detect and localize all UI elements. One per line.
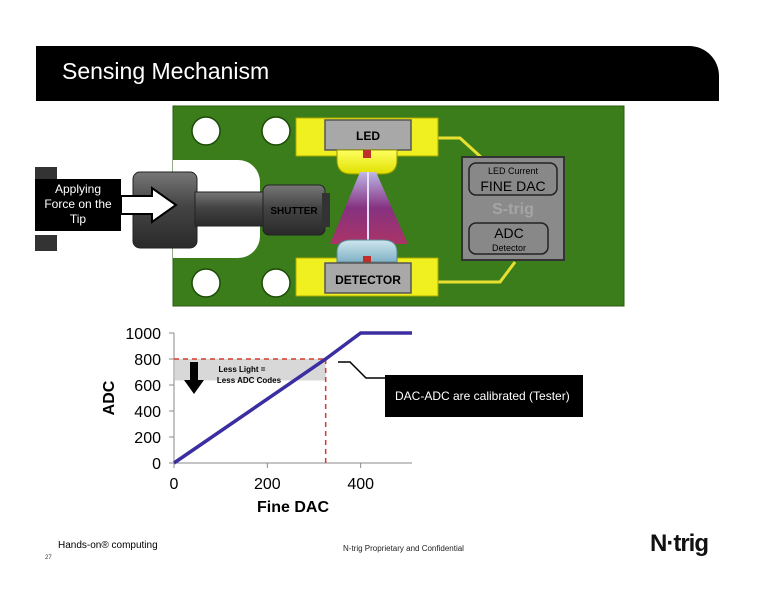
chart-ticks: 0 200 400 600 800 1000 0 200 400 <box>125 326 374 493</box>
shutter-label: SHUTTER <box>270 206 318 217</box>
ntrig-logo: N·trig <box>650 530 709 557</box>
page-number: 27 <box>45 555 52 561</box>
calibration-guides <box>174 358 327 463</box>
trace <box>437 261 517 284</box>
mount-hole <box>261 268 291 298</box>
detector-component <box>295 239 439 297</box>
title-bar <box>36 46 719 101</box>
x-tick-label: 200 <box>254 476 281 493</box>
chip-detector-label: Detector <box>492 243 526 253</box>
chart-axes <box>173 333 412 464</box>
mount-hole <box>191 116 221 146</box>
x-tick-label: 400 <box>347 476 374 493</box>
y-tick-label: 800 <box>134 352 161 369</box>
reduced-light-region <box>175 359 326 381</box>
force-label-line-2: Force on the <box>44 197 112 211</box>
detector-label: DETECTOR <box>335 273 401 287</box>
slide-title: Sensing Mechanism <box>62 58 270 84</box>
light-beam <box>330 172 408 244</box>
led-label: LED <box>356 129 380 143</box>
callout-leader <box>338 361 385 379</box>
chip-brand: S-trig <box>492 201 534 218</box>
y-tick-label: 1000 <box>125 326 161 343</box>
annotation-line-2: Less ADC Codes <box>217 376 282 385</box>
footer-tagline: Hands-on® computing <box>58 540 158 551</box>
housing-clip <box>35 235 57 251</box>
force-label-line-3: Tip <box>70 212 87 226</box>
confidentiality-note: N-trig Proprietary and Confidential <box>343 544 464 553</box>
y-tick-label: 0 <box>152 456 161 473</box>
series-line <box>173 331 412 465</box>
force-label <box>35 179 178 231</box>
y-tick-label: 200 <box>134 430 161 447</box>
shaded-region <box>175 359 326 381</box>
controller-chip <box>461 156 565 261</box>
x-tick-label: 0 <box>170 476 179 493</box>
x-axis-label: Fine DAC <box>257 499 329 516</box>
chart-series <box>173 331 412 465</box>
calibration-callout-text: DAC-ADC are calibrated (Tester) <box>395 389 570 403</box>
trace <box>437 136 484 160</box>
push-arrow-icon <box>120 186 178 224</box>
calibration-callout: DAC-ADC are calibrated (Tester) <box>385 375 583 417</box>
diagram-labels: Applying Force on the Tip SHUTTER LED DE… <box>44 129 545 516</box>
led-current-label: LED Current <box>488 166 539 176</box>
mount-hole <box>191 268 221 298</box>
annotation-line-1: Less Light = <box>219 365 266 374</box>
mount-hole <box>261 116 291 146</box>
housing-clip <box>35 167 57 179</box>
adc-dac-chart: 0 200 400 600 800 1000 0 200 400 <box>125 326 412 493</box>
y-axis-label: ADC <box>101 380 118 415</box>
down-arrow-icon <box>184 362 204 394</box>
adc-label: ADC <box>494 225 524 241</box>
led-component <box>295 117 439 175</box>
y-tick-label: 400 <box>134 404 161 421</box>
force-label-line-1: Applying <box>55 182 101 196</box>
fine-dac-label: FINE DAC <box>480 178 545 194</box>
y-tick-label: 600 <box>134 378 161 395</box>
